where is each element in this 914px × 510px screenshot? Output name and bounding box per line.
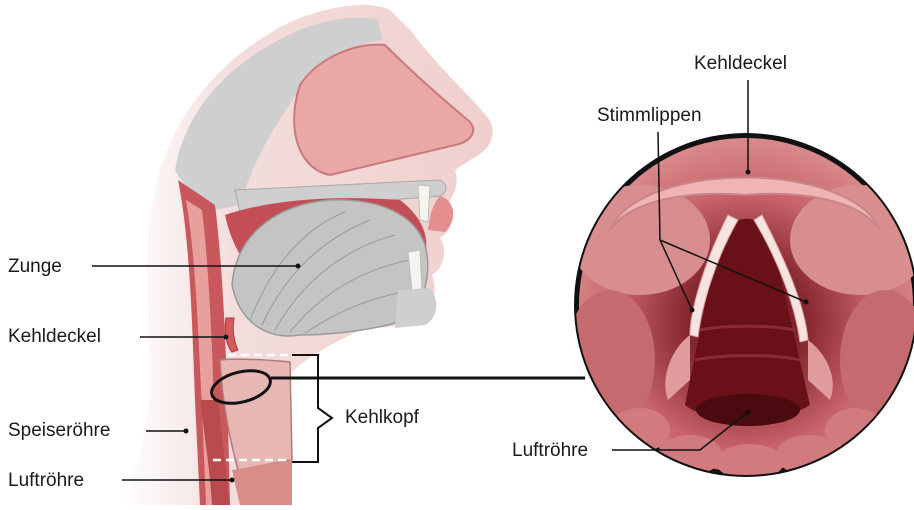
lower-jaw xyxy=(395,288,436,328)
upper-tooth xyxy=(418,185,430,222)
label-speiseroehre: Speiseröhre xyxy=(8,421,110,440)
label-luftroehre-left: Luftröhre xyxy=(8,471,84,490)
head-section xyxy=(120,5,493,505)
larynx-bracket xyxy=(292,355,332,462)
label-zunge: Zunge xyxy=(8,257,62,276)
laryngoscope-view xyxy=(565,133,914,480)
label-stimmlippen: Stimmlippen xyxy=(597,106,702,125)
label-kehldeckel-right: Kehldeckel xyxy=(694,54,787,73)
label-kehldeckel-left: Kehldeckel xyxy=(8,327,101,346)
label-luftroehre-right: Luftröhre xyxy=(512,441,588,460)
label-kehlkopf: Kehlkopf xyxy=(345,408,419,427)
